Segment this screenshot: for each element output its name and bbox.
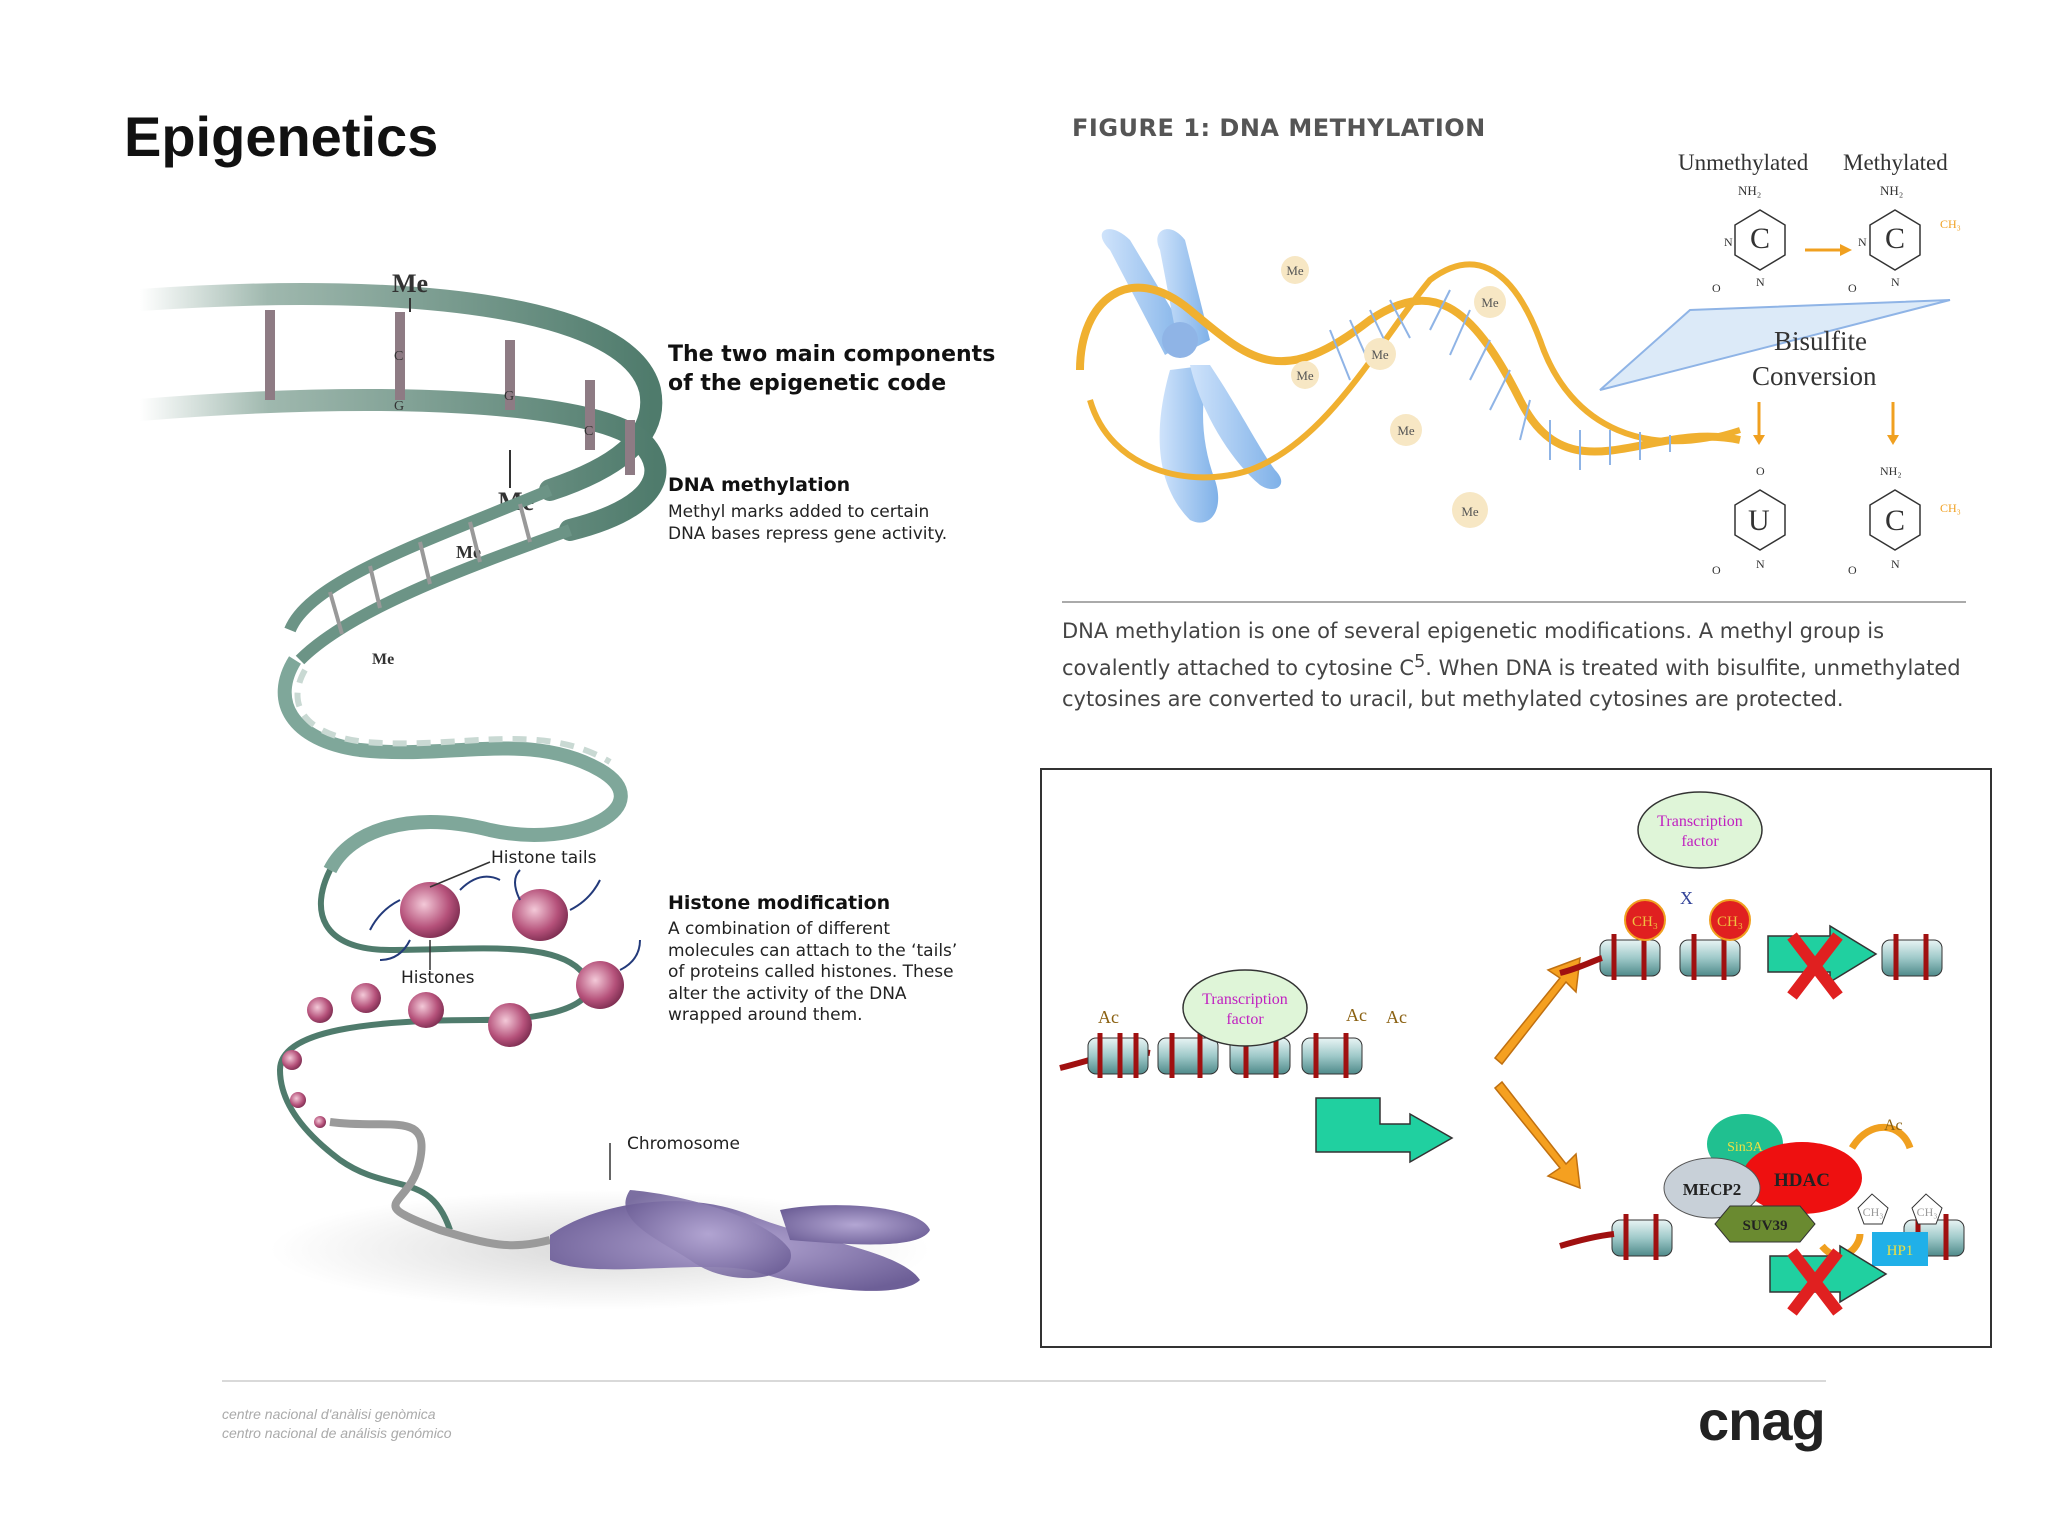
svg-text:C: C [394,349,403,364]
methylated-chromatin-top: Transcription factor X CH₃ CH₃ [1559,791,1943,1000]
dna-methylation-text: Methyl marks added to certain DNA bases … [668,502,948,544]
svg-text:CH₃: CH₃ [1940,217,1961,231]
svg-text:Sin3A: Sin3A [1727,1140,1764,1155]
svg-text:Unmethylated: Unmethylated [1678,150,1809,175]
me-label: Me [372,651,394,668]
svg-text:G: G [504,389,514,404]
svg-text:O: O [1848,563,1857,577]
svg-text:Methylated: Methylated [1843,150,1948,175]
svg-text:CH₃: CH₃ [1917,1205,1938,1219]
chromosome-label: Chromosome [627,1134,740,1154]
svg-text:SUV39: SUV39 [1742,1218,1787,1234]
slide-title: Epigenetics [124,105,439,168]
epigenetic-code-heading: The two main components of the epigeneti… [668,342,996,396]
svg-text:factor: factor [1681,833,1719,850]
svg-text:O: O [1848,281,1857,295]
svg-text:NH₂: NH₂ [1738,183,1761,198]
svg-text:CH₃: CH₃ [1940,501,1961,515]
svg-text:Ac: Ac [1098,1007,1119,1027]
svg-text:Me: Me [1397,423,1415,438]
svg-text:Ac: Ac [1884,1117,1903,1134]
svg-text:U: U [1748,504,1770,537]
dna-methylation-figure: Me Me Me Me Me Me Unmethylated Methylate… [1062,150,1966,603]
active-chromatin: Ac Ac Ac Transcription factor [1059,969,1454,1164]
repressed-chromatin-bottom: Sin3A HDAC MECP2 SUV39 HP1 CH₃ CH₃ Ac [1559,1114,1965,1316]
svg-text:NH₂: NH₂ [1880,183,1903,198]
chromatin-regulation-figure: Ac Ac Ac Transcription factor Transcript… [1040,768,1992,1348]
dna-methylation-heading: DNA methylation [668,474,851,496]
cnag-logo: cnag [1698,1389,1826,1452]
svg-text:Ac: Ac [1346,1005,1367,1025]
svg-text:Me: Me [1286,263,1304,278]
svg-text:CH₃: CH₃ [1863,1205,1884,1219]
svg-text:Me: Me [1481,295,1499,310]
histone-modification-text: A combination of different molecules can… [668,919,958,1025]
svg-text:N: N [1756,557,1765,571]
histones-label: Histones [401,968,475,988]
svg-text:factor: factor [1226,1011,1264,1028]
epigenetic-code-illustration: C G G C Me Me Me Me [130,269,930,1310]
svg-text:O: O [1712,563,1721,577]
histones [282,882,624,1128]
svg-text:X: X [1680,888,1693,908]
cytosine-structures: Unmethylated Methylated NH₂ C N N O NH₂ … [1678,150,1961,577]
svg-text:Transcription: Transcription [1657,813,1743,830]
blue-chromosome [1101,229,1282,523]
svg-text:Bisulfite: Bisulfite [1774,326,1867,356]
svg-text:Me: Me [1461,504,1479,519]
svg-text:Transcription: Transcription [1202,991,1288,1008]
histone-modification-heading: Histone modification [668,892,891,914]
footer-institution-catalan: centre nacional d'anàlisi genòmica [222,1406,436,1422]
svg-text:HP1: HP1 [1887,1243,1914,1259]
svg-text:Me: Me [1296,368,1314,383]
svg-text:N: N [1756,275,1765,289]
svg-text:Me: Me [1371,347,1389,362]
svg-text:Ac: Ac [1386,1007,1407,1027]
svg-text:C: C [1750,222,1770,255]
svg-text:N: N [1891,557,1900,571]
svg-text:HDAC: HDAC [1774,1170,1830,1191]
svg-text:N: N [1724,235,1733,249]
chromosome-shape [550,1190,930,1291]
svg-text:CH₃: CH₃ [1717,914,1743,930]
svg-text:O: O [1756,464,1765,478]
base-labels: C G G C [394,349,593,439]
svg-text:O: O [1712,281,1721,295]
me-label: Me [392,269,428,298]
histone-tails-label: Histone tails [491,848,597,868]
svg-text:C: C [1885,504,1905,537]
svg-text:MECP2: MECP2 [1683,1180,1742,1199]
svg-text:G: G [394,399,404,414]
figure1-caption: DNA methylation is one of several epigen… [1062,619,1961,711]
svg-text:Conversion: Conversion [1752,361,1877,391]
svg-text:CH₃: CH₃ [1632,914,1658,930]
svg-text:C: C [1885,222,1905,255]
footer-divider [222,1380,1826,1382]
svg-text:NH₂: NH₂ [1880,464,1902,478]
svg-text:C: C [584,424,593,439]
me-markers: Me Me Me Me Me Me [1281,256,1506,528]
svg-text:N: N [1891,275,1900,289]
footer-institution-spanish: centro nacional de análisis genómico [222,1425,452,1441]
figure1-title: FIGURE 1: DNA METHYLATION [1072,114,1486,142]
svg-text:N: N [1858,235,1867,249]
